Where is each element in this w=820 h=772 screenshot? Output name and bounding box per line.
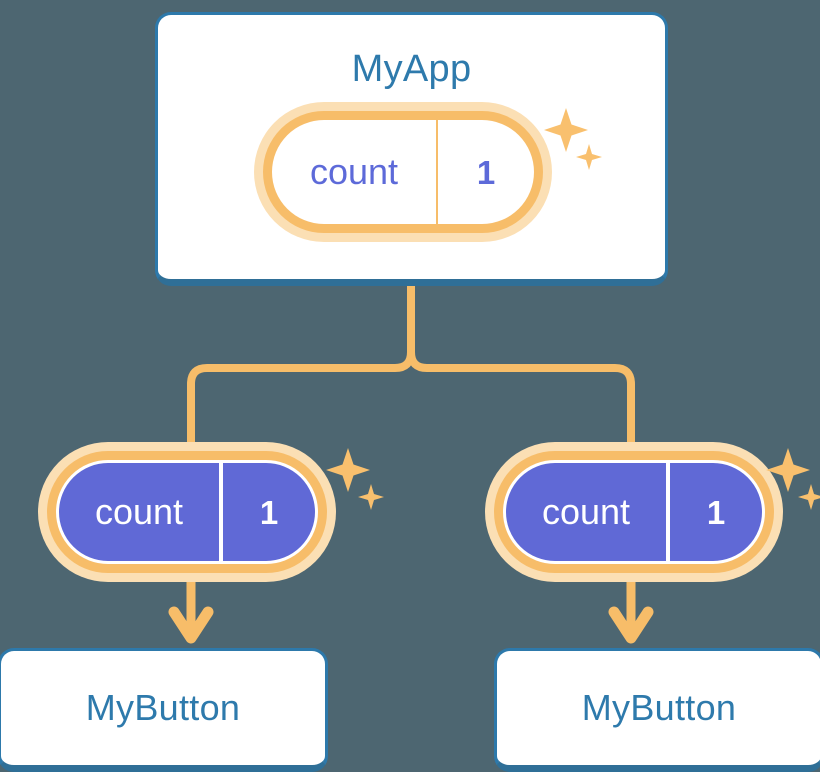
connector-root-to-right	[407, 282, 635, 474]
state-pill-ring: count 1	[263, 111, 543, 233]
state-value-label: 1	[476, 153, 496, 191]
component-card-mybutton-right[interactable]: MyButton	[494, 648, 820, 772]
state-pill-left[interactable]: count 1	[47, 451, 327, 573]
component-card-mybutton-left[interactable]: MyButton	[0, 648, 328, 772]
state-pill-right[interactable]: count 1	[494, 451, 774, 573]
state-pill-root[interactable]: count 1	[263, 111, 543, 233]
state-pill-ring: count 1	[47, 451, 327, 573]
component-title-myapp: MyApp	[351, 48, 472, 90]
state-pill-body: count 1	[503, 460, 765, 564]
state-key-label: count	[272, 120, 438, 224]
state-pill-body: count 1	[56, 460, 318, 564]
connector-root-to-left	[187, 282, 415, 474]
state-value-label: 1	[706, 493, 726, 531]
state-pill-body: count 1	[272, 120, 534, 224]
state-pill-ring: count 1	[494, 451, 774, 573]
state-key-label: count	[506, 463, 670, 561]
component-title-mybutton-right: MyButton	[581, 687, 737, 728]
component-title-mybutton-left: MyButton	[85, 687, 241, 728]
state-value-label: 1	[259, 493, 279, 531]
state-key-label: count	[59, 463, 223, 561]
